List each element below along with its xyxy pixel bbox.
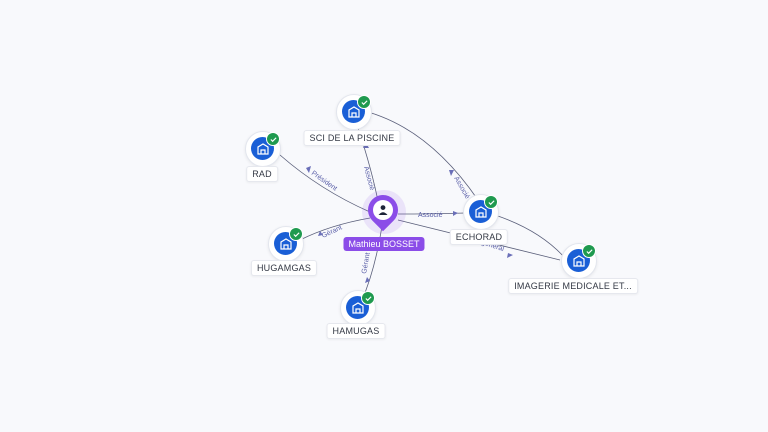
company-label-rad[interactable]: RAD <box>246 166 278 182</box>
company-label-hamugas[interactable]: HAMUGAS <box>326 323 386 339</box>
verified-check-icon <box>357 95 371 109</box>
company-node-sci[interactable] <box>336 94 372 130</box>
company-label-hugamgas[interactable]: HUGAMGAS <box>250 260 318 276</box>
company-label-sci[interactable]: SCI DE LA PISCINE <box>303 130 401 146</box>
edge-label-gerant-hamugas: Gérant <box>361 252 372 274</box>
verified-check-icon <box>484 195 498 209</box>
verified-check-icon <box>266 132 280 146</box>
person-icon <box>378 205 388 215</box>
company-node-hamugas[interactable] <box>340 290 376 326</box>
edge-sci-echorad <box>367 111 479 201</box>
company-node-echorad[interactable] <box>463 194 499 230</box>
company-node-hugamgas[interactable] <box>268 226 304 262</box>
edge-echorad <box>397 212 466 215</box>
person-icon-bg <box>373 200 393 220</box>
edge-echorad-imagerie <box>494 214 566 259</box>
company-node-rad[interactable] <box>245 131 281 167</box>
company-label-echorad[interactable]: ECHORAD <box>449 229 509 245</box>
verified-check-icon <box>582 244 596 258</box>
verified-check-icon <box>289 227 303 241</box>
person-name-label[interactable]: Mathieu BOSSET <box>343 237 425 251</box>
edge-hugamgas <box>299 217 371 241</box>
verified-check-icon <box>361 291 375 305</box>
edge-label-associe-echorad: Associé <box>418 212 443 219</box>
company-label-imagerie[interactable]: IMAGERIE MEDICALE ET... <box>508 278 638 294</box>
person-node[interactable] <box>361 188 406 234</box>
edge-rad <box>279 154 371 213</box>
edge-label-associe-sci: Associé <box>362 166 375 192</box>
company-node-imagerie[interactable] <box>561 243 597 279</box>
